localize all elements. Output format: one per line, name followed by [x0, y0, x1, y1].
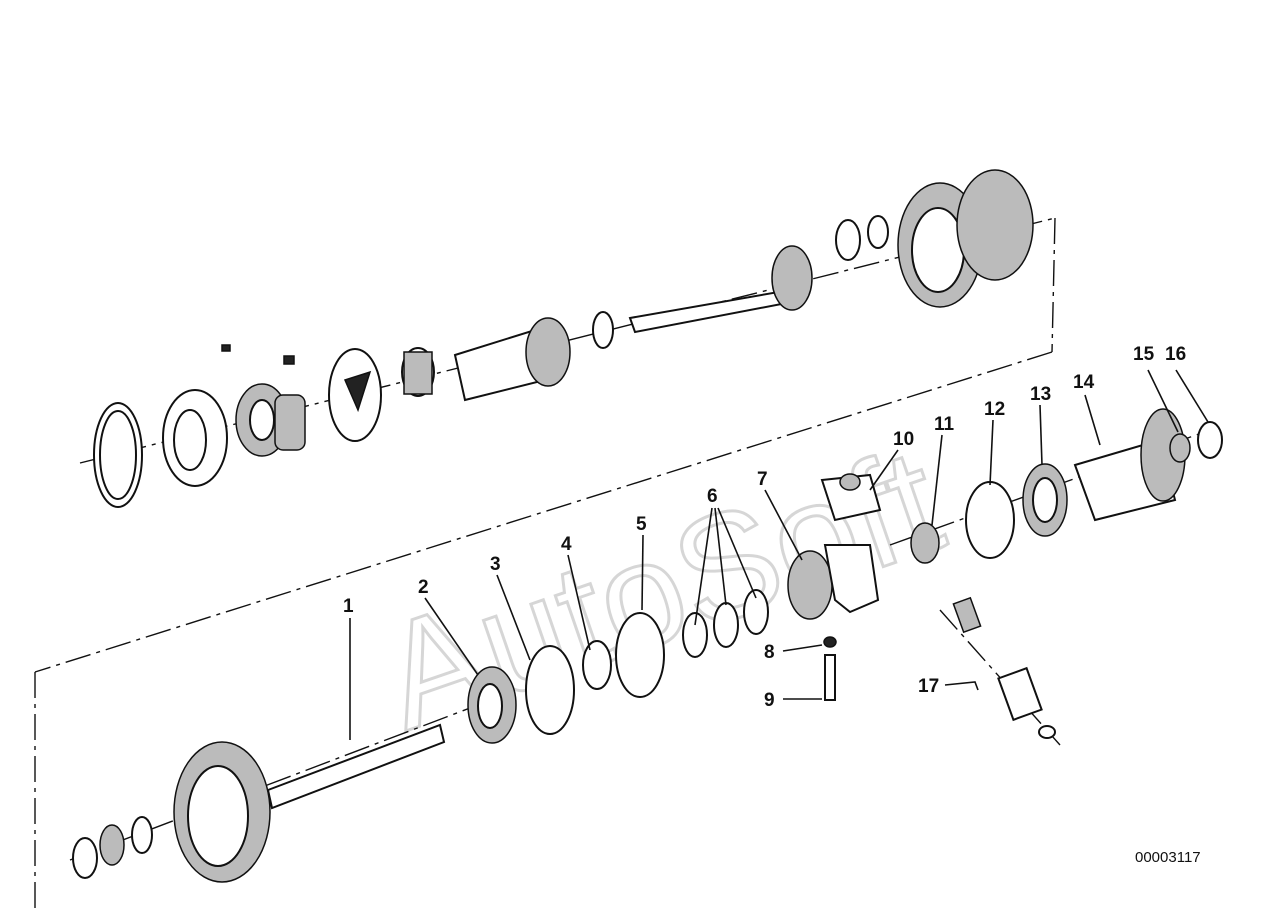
long-shaft-part: [628, 288, 794, 334]
callout-3: 3: [490, 554, 501, 575]
nut-part: [910, 522, 940, 564]
document-number: 00003117: [1135, 849, 1201, 866]
callout-13: 13: [1030, 384, 1051, 405]
callouts: 1 2 3 4 5 6 7 8 9 10 11 12 13 14 15 16 1…: [343, 344, 1186, 711]
speedo-part: [952, 596, 982, 634]
callout-1: 1: [343, 596, 354, 617]
ring-part-6c: [743, 589, 769, 635]
upper-shaft-assembly: [93, 169, 1034, 508]
callout-7: 7: [757, 469, 768, 490]
lower-washer-part: [72, 837, 98, 879]
callout-8: 8: [764, 642, 775, 663]
callout-16: 16: [1165, 344, 1186, 365]
callout-15: 15: [1133, 344, 1155, 365]
callout-2: 2: [418, 577, 429, 598]
callout-6: 6: [707, 486, 718, 507]
callout-5: 5: [636, 514, 647, 535]
callout-12: 12: [984, 399, 1005, 420]
callout-11: 11: [934, 414, 955, 435]
circlip-part-3: [525, 645, 575, 735]
washer-part-16: [1197, 421, 1223, 459]
nut-part-15: [1169, 433, 1191, 463]
ring-part-6b: [713, 602, 739, 648]
lower-shaft-assembly: [72, 408, 1223, 883]
callout-14: 14: [1073, 372, 1095, 393]
callout-10: 10: [893, 429, 914, 450]
ring-part-6a: [682, 612, 708, 658]
lower-shaft-part: [266, 723, 446, 810]
bearing-part-12: [965, 481, 1015, 559]
ring-part-5: [615, 612, 665, 698]
callout-17: 17: [918, 676, 939, 697]
circlip-part-4: [582, 640, 612, 690]
leader-lines: [349, 369, 1209, 740]
callout-9: 9: [764, 690, 775, 711]
callout-4: 4: [561, 534, 572, 555]
housing-part: [787, 550, 833, 620]
washer-part: [835, 219, 861, 261]
thrust-bearing-part: [592, 311, 614, 349]
